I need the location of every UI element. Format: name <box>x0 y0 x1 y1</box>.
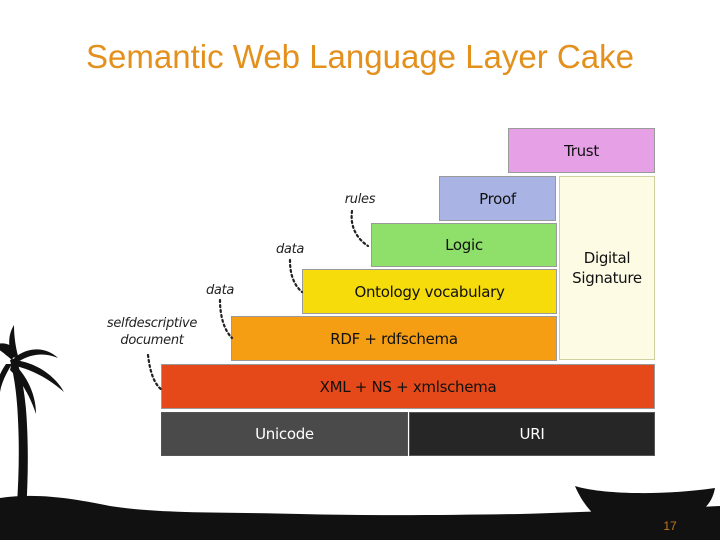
layer-unicode: Unicode <box>161 412 408 456</box>
layer-rdf-rdfschema: RDF + rdfschema <box>231 316 557 361</box>
palm-tree-silhouette <box>0 325 64 540</box>
layer-ontology-vocabulary: Ontology vocabulary <box>302 269 557 314</box>
layer-trust: Trust <box>508 128 655 173</box>
arrow-selfdescriptive <box>146 353 164 392</box>
annotation-data-lower: data <box>205 283 235 298</box>
slide-title: Semantic Web Language Layer Cake <box>86 38 634 75</box>
annotation-selfdescriptive-document: selfdescriptive document <box>106 316 198 348</box>
layer-xml-ns-xmlschema: XML + NS + xmlschema <box>161 364 655 409</box>
arrow-data-upper <box>288 258 304 294</box>
arrow-rules <box>350 209 370 248</box>
annotation-data-upper: data <box>275 242 305 257</box>
layer-logic: Logic <box>371 223 557 267</box>
layer-uri: URI <box>409 412 655 456</box>
page-number: 17 <box>663 519 677 533</box>
layer-proof: Proof <box>439 176 556 221</box>
layer-digital-signature: Digital Signature <box>559 176 655 360</box>
ground-silhouette <box>0 495 720 540</box>
canoe-silhouette <box>575 486 715 520</box>
digital-signature-label: Digital Signature <box>572 249 642 287</box>
annotation-rules: rules <box>344 192 376 207</box>
